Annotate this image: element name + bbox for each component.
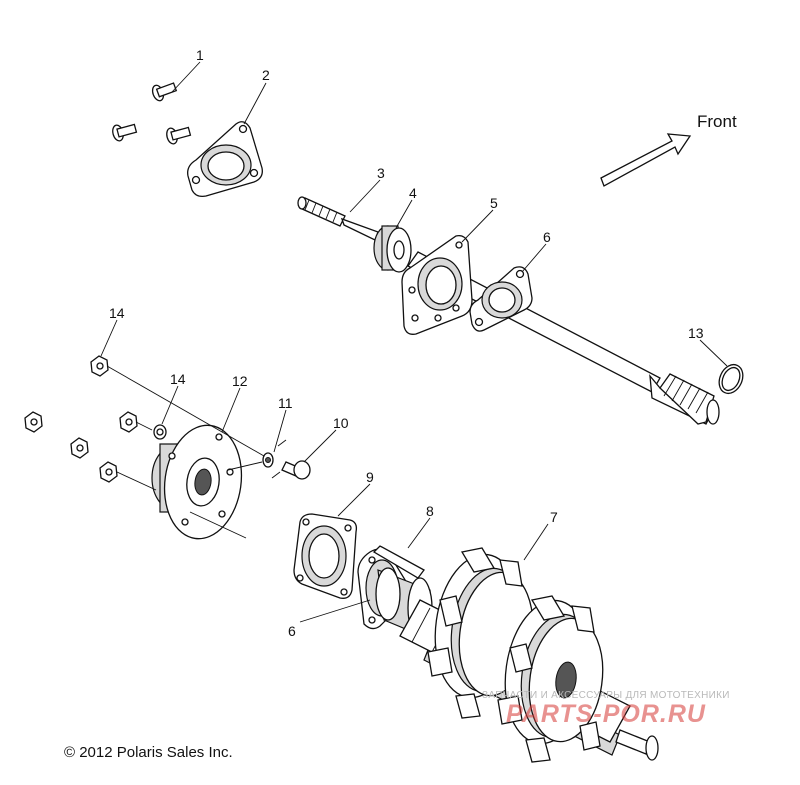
leader-lines [100,61,728,623]
callout-6-upper: 6 [543,229,551,245]
watermark-tagline: ЗАПЧАСТИ И АКСЕССУАРЫ ДЛЯ МОТОТЕХНИКИ [482,690,730,701]
callout-14-upper: 14 [109,305,125,321]
callout-14-lower: 14 [170,371,186,387]
watermark-logo: PARTS-POR.RU [506,700,706,728]
part-6-upper-gasket [469,266,533,332]
part-1-bolts [112,82,192,145]
part-5-bearing-flange [401,234,473,335]
front-label: Front [697,112,737,131]
callout-11: 11 [278,395,293,411]
callout-9: 9 [366,469,374,485]
part-7-drive-shaft [399,547,659,763]
callout-7: 7 [550,509,558,525]
callout-6-lower: 6 [288,623,296,639]
copyright-text: © 2012 Polaris Sales Inc. [64,744,233,761]
callout-13: 13 [688,325,704,341]
part-11-washer [262,439,287,479]
callout-2: 2 [262,67,270,83]
callout-5: 5 [490,195,498,211]
part-13-o-ring [718,363,744,395]
callout-4: 4 [409,185,417,201]
callout-10: 10 [333,415,349,431]
callout-8: 8 [426,503,434,519]
part-12-hub [151,424,243,540]
part-4-bearing [373,225,412,273]
part-14-nuts [24,355,167,483]
callout-12: 12 [232,373,248,389]
callout-3: 3 [377,165,385,181]
part-2-flange-plate [187,121,263,198]
part-10-pin [281,460,311,480]
part-9-gasket [293,513,358,599]
front-arrow [600,133,692,187]
callout-1: 1 [196,47,204,63]
